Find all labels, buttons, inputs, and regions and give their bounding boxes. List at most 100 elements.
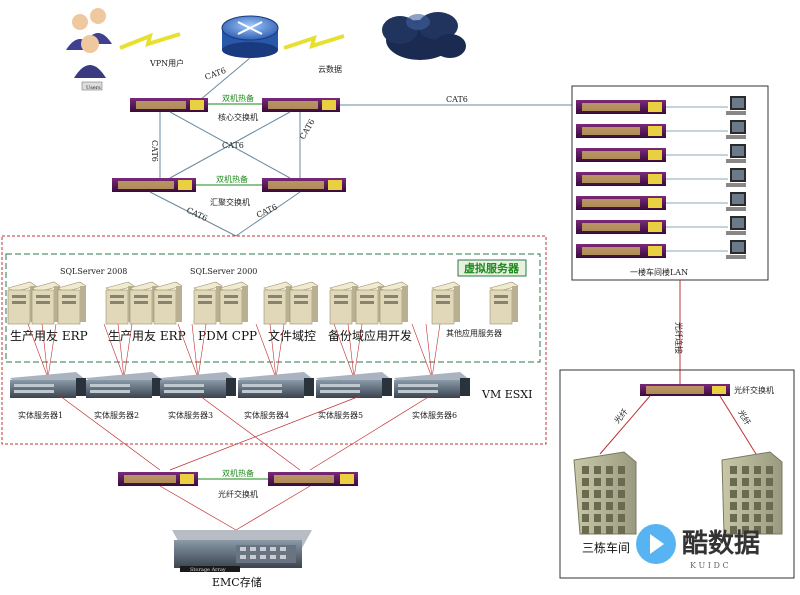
san-rack-link-4 [309, 395, 431, 471]
building-window [766, 526, 773, 534]
physical-server-label-2: 实体服务器2 [94, 410, 139, 420]
router-icon [221, 15, 279, 58]
workshop-label: 三栋车间 [582, 540, 630, 555]
vm-host-link [347, 323, 355, 379]
building-window [730, 466, 737, 474]
vm-host-link [27, 323, 49, 379]
lan-switch-row [576, 192, 746, 211]
san-switch-left [118, 472, 198, 486]
server-tower-icon [379, 281, 409, 325]
building-window [742, 478, 749, 486]
building-fiber-right [719, 395, 757, 455]
san-rack-links [59, 395, 161, 471]
virtual-physical-links [27, 323, 441, 379]
vm-host-link [47, 323, 57, 379]
kuidc-logo-icon [636, 524, 676, 564]
core-agg-right-label: CAT6 [298, 118, 317, 141]
lan-switch-row [576, 168, 746, 187]
building-window [582, 466, 589, 474]
lan-switch-rows [576, 96, 746, 259]
physical-server-icon [238, 372, 314, 398]
building-window [606, 514, 613, 522]
building-window [730, 490, 737, 498]
server-tower-icon [431, 281, 461, 325]
watermark-brand: 酷数据 [682, 529, 760, 559]
lan-switch-row [576, 120, 746, 139]
building-window [606, 466, 613, 474]
building-window [730, 478, 737, 486]
physical-server-label-3: 实体服务器3 [168, 410, 213, 420]
server-tower-icon [289, 281, 319, 325]
building-window [730, 502, 737, 510]
vm-host-link [197, 323, 207, 379]
server-tower-icon [57, 281, 87, 325]
building-window [606, 526, 613, 534]
building-window [582, 490, 589, 498]
core-agg-cross-label: CAT6 [222, 141, 244, 150]
server-tower-icon [219, 281, 249, 325]
vm-host-link [41, 323, 49, 379]
physical-server-icon [86, 372, 162, 398]
building-window [618, 478, 625, 486]
vm-host-link [255, 323, 277, 379]
building-fiber-right-label: 光纤 [736, 408, 753, 427]
building-window [618, 514, 625, 522]
virtual-server-frame [5, 253, 541, 363]
building-window [730, 526, 737, 534]
virtual-group-label-4: 文件域控 [268, 328, 316, 343]
vm-host-link [431, 323, 441, 379]
building-window [582, 526, 589, 534]
san-storage-link-right [235, 485, 311, 531]
core-switch-right [262, 98, 340, 112]
building-window [730, 514, 737, 522]
sql2000-label: SQLServer 2000 [190, 267, 257, 276]
server-tower-icon [329, 281, 359, 325]
vm-host-link [333, 323, 355, 379]
workshop-building-right [721, 451, 783, 535]
workshop-building-left [573, 451, 637, 535]
building-window [606, 478, 613, 486]
building-window [742, 490, 749, 498]
vm-host-link [353, 323, 363, 379]
lan-fiber-label: 光纤连接 [674, 322, 684, 354]
emc-storage-icon [172, 530, 312, 572]
building-window [618, 490, 625, 498]
building-window [754, 526, 761, 534]
vm-host-link [123, 323, 133, 379]
router-core-link [199, 57, 251, 101]
virtual-server-title-box [457, 259, 527, 277]
lan-label: 一楼车间楼LAN [630, 267, 688, 277]
san-hot-backup-label: 双机热备 [222, 468, 254, 478]
san-switch-right [268, 472, 358, 486]
building-window [594, 502, 601, 510]
building-window [594, 490, 601, 498]
building-window [618, 526, 625, 534]
building-switch-label: 光纤交换机 [734, 385, 774, 395]
core-agg-left-label: CAT6 [150, 140, 159, 162]
physical-server-icon [394, 372, 470, 398]
san-rack-link-3 [169, 395, 361, 471]
users-label: Users [86, 85, 101, 91]
virtual-server-title: 虚拟服务器 [464, 261, 520, 275]
building-fiber-left [599, 395, 651, 455]
building-window [766, 478, 773, 486]
physical-server-label-1: 实体服务器1 [18, 410, 63, 420]
core-switch-left [130, 98, 208, 112]
agg-down-left-label: CAT6 [185, 206, 209, 223]
server-tower-icon [193, 281, 223, 325]
san-storage-link-left [159, 485, 237, 531]
vpn-lightning [119, 32, 181, 50]
building-window [742, 502, 749, 510]
vm-host-link [411, 323, 433, 379]
building-window [754, 514, 761, 522]
virtual-group-label-2: 生产用友 ERP [108, 329, 186, 343]
virtual-group-label-1: 生产用友 ERP [10, 329, 88, 343]
server-tower-icon [153, 281, 183, 325]
physical-server-icon [160, 372, 236, 398]
server-tower-icon [263, 281, 293, 325]
vm-host-link [275, 323, 285, 379]
vm-host-link [117, 323, 125, 379]
lan-switch-row [576, 240, 746, 259]
